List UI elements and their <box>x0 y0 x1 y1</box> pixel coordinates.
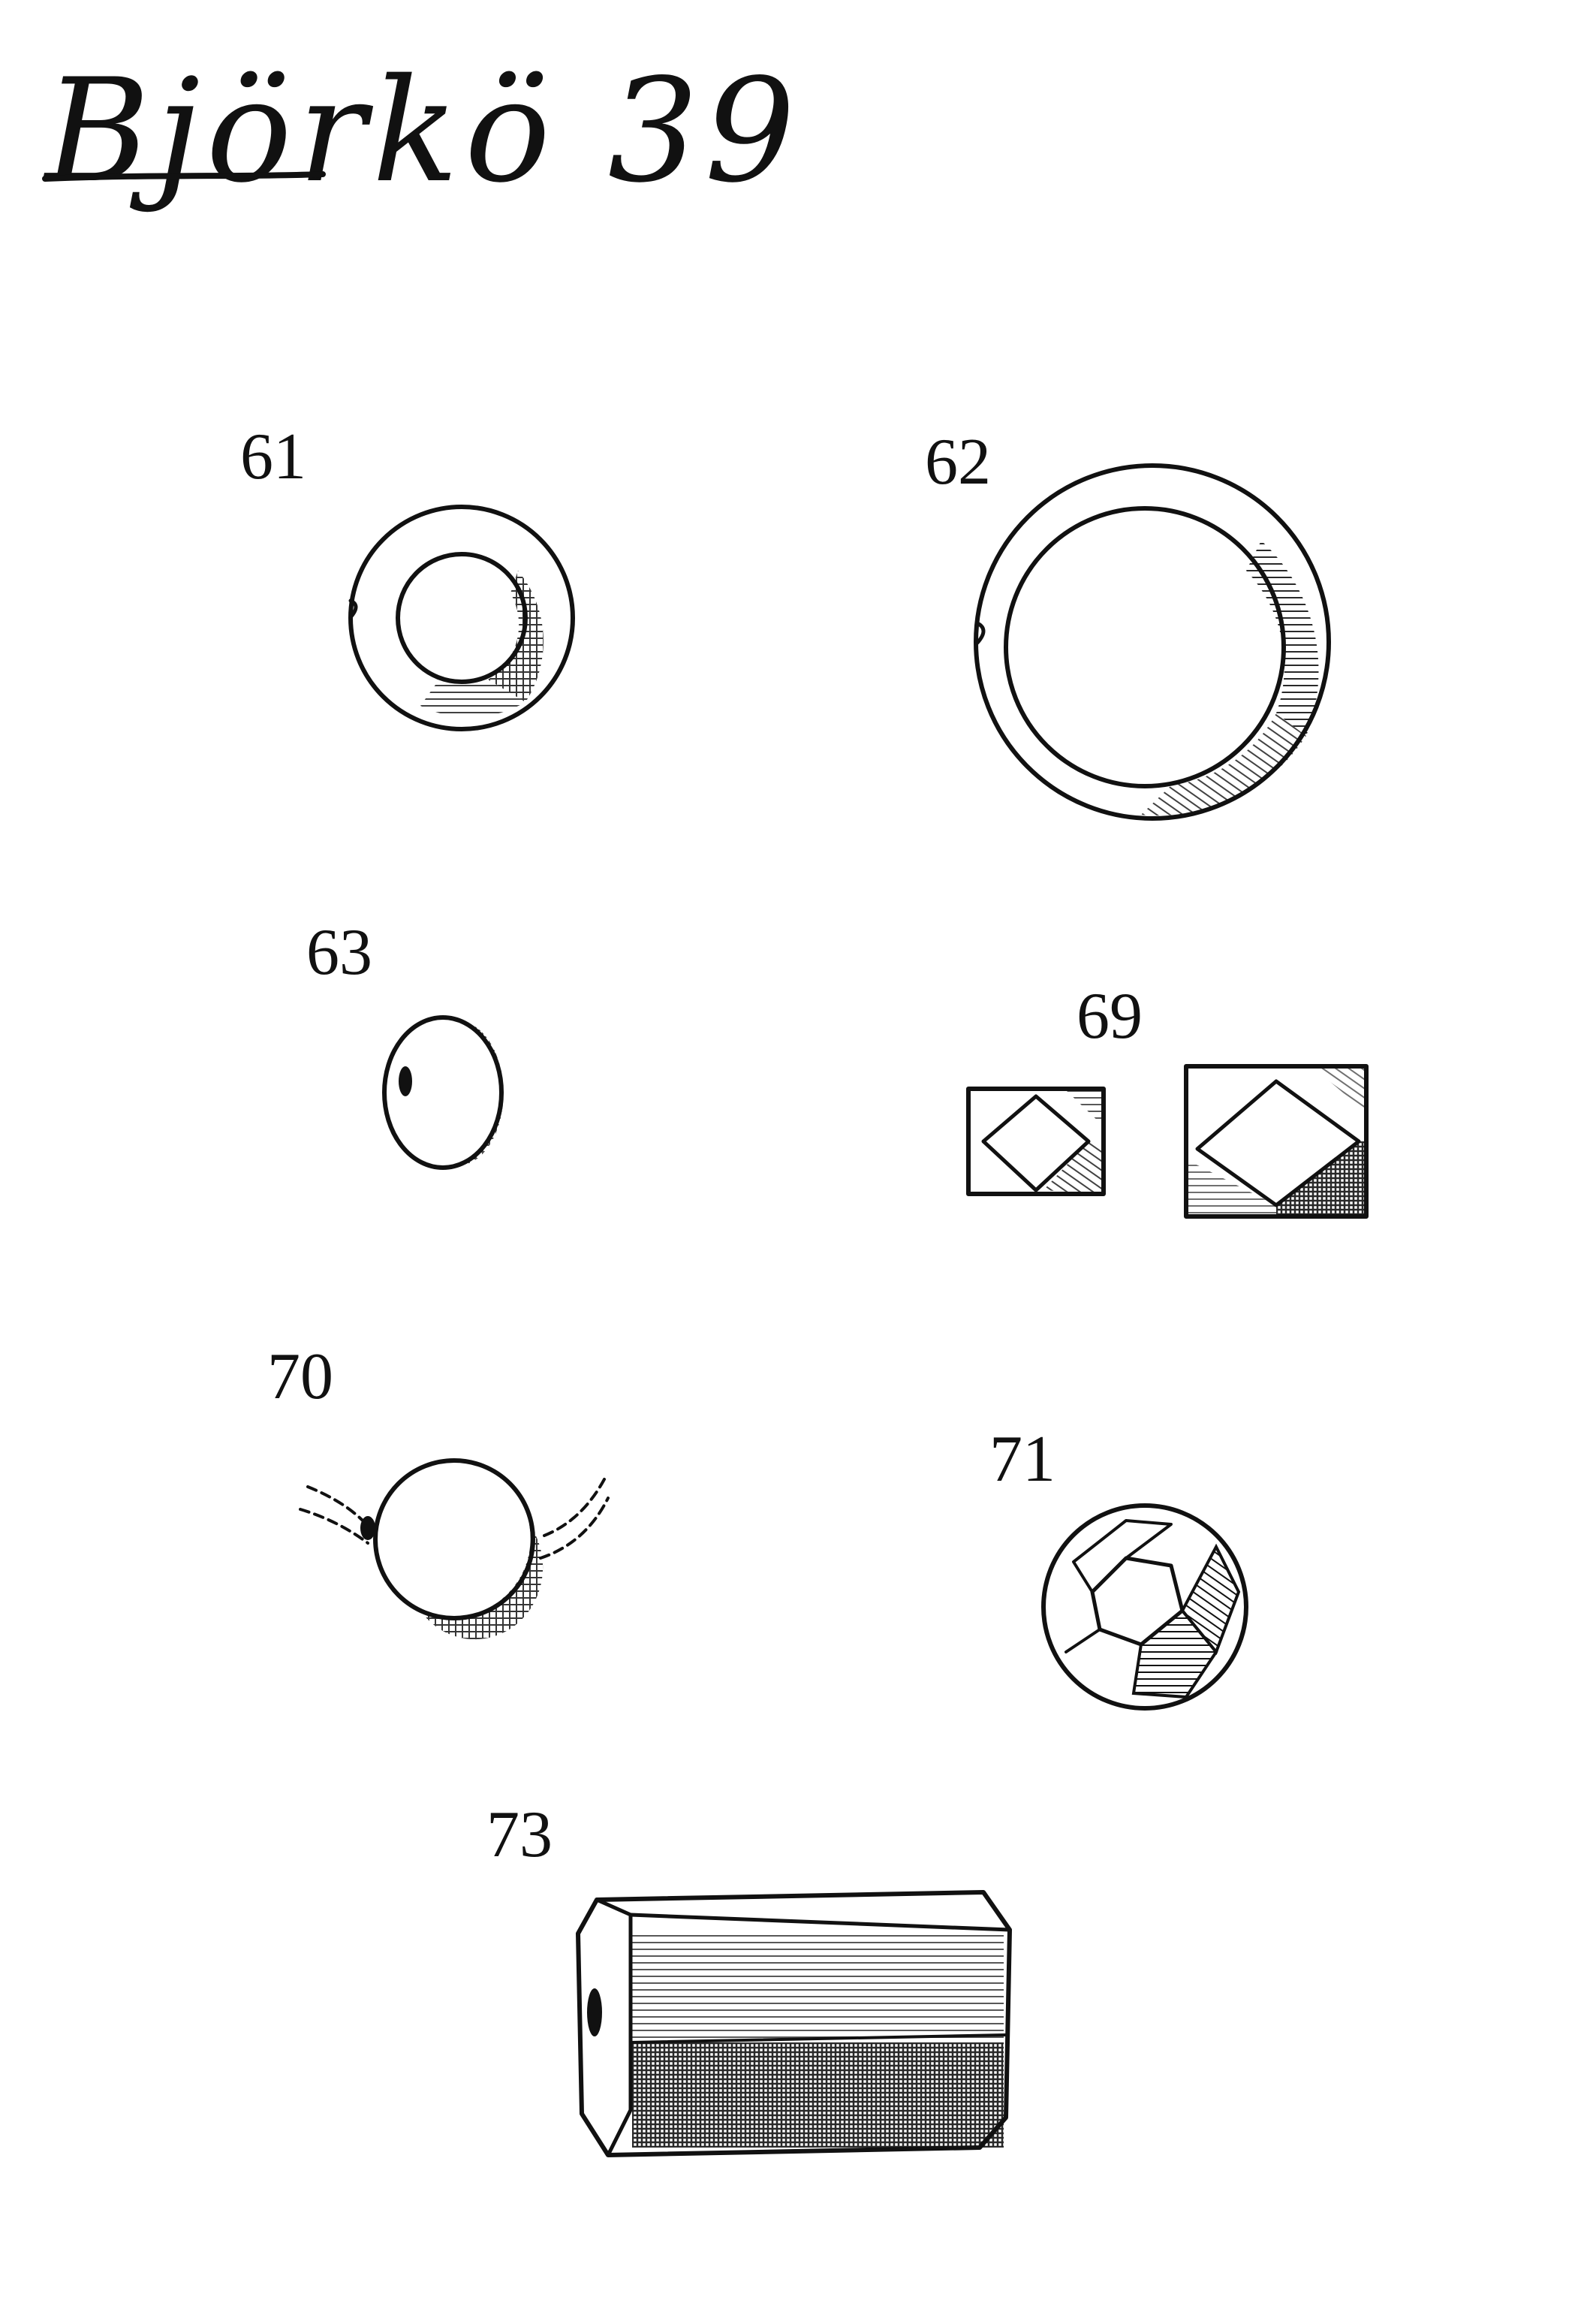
title-underline-stroke <box>42 171 326 182</box>
bead-69-large-drawing <box>1184 1064 1369 1219</box>
bead-71-drawing <box>1041 1503 1248 1711</box>
bead-61-drawing <box>348 505 575 731</box>
figure-label-61: 61 <box>240 421 306 493</box>
figure-label-70: 70 <box>267 1340 333 1413</box>
bead-62-drawing <box>974 463 1331 821</box>
bead-73-drawing <box>576 1890 1012 2157</box>
bead-70-drawing <box>299 1458 610 1640</box>
figure-label-62: 62 <box>925 426 991 499</box>
figure-label-71: 71 <box>989 1423 1055 1496</box>
bead-69-small-drawing <box>966 1087 1106 1196</box>
figure-label-63: 63 <box>306 916 372 989</box>
figure-label-73: 73 <box>486 1798 553 1871</box>
figure-label-69: 69 <box>1077 980 1143 1053</box>
bead-63-drawing <box>382 1015 504 1170</box>
plate-title: Björkö 39 <box>43 48 801 214</box>
